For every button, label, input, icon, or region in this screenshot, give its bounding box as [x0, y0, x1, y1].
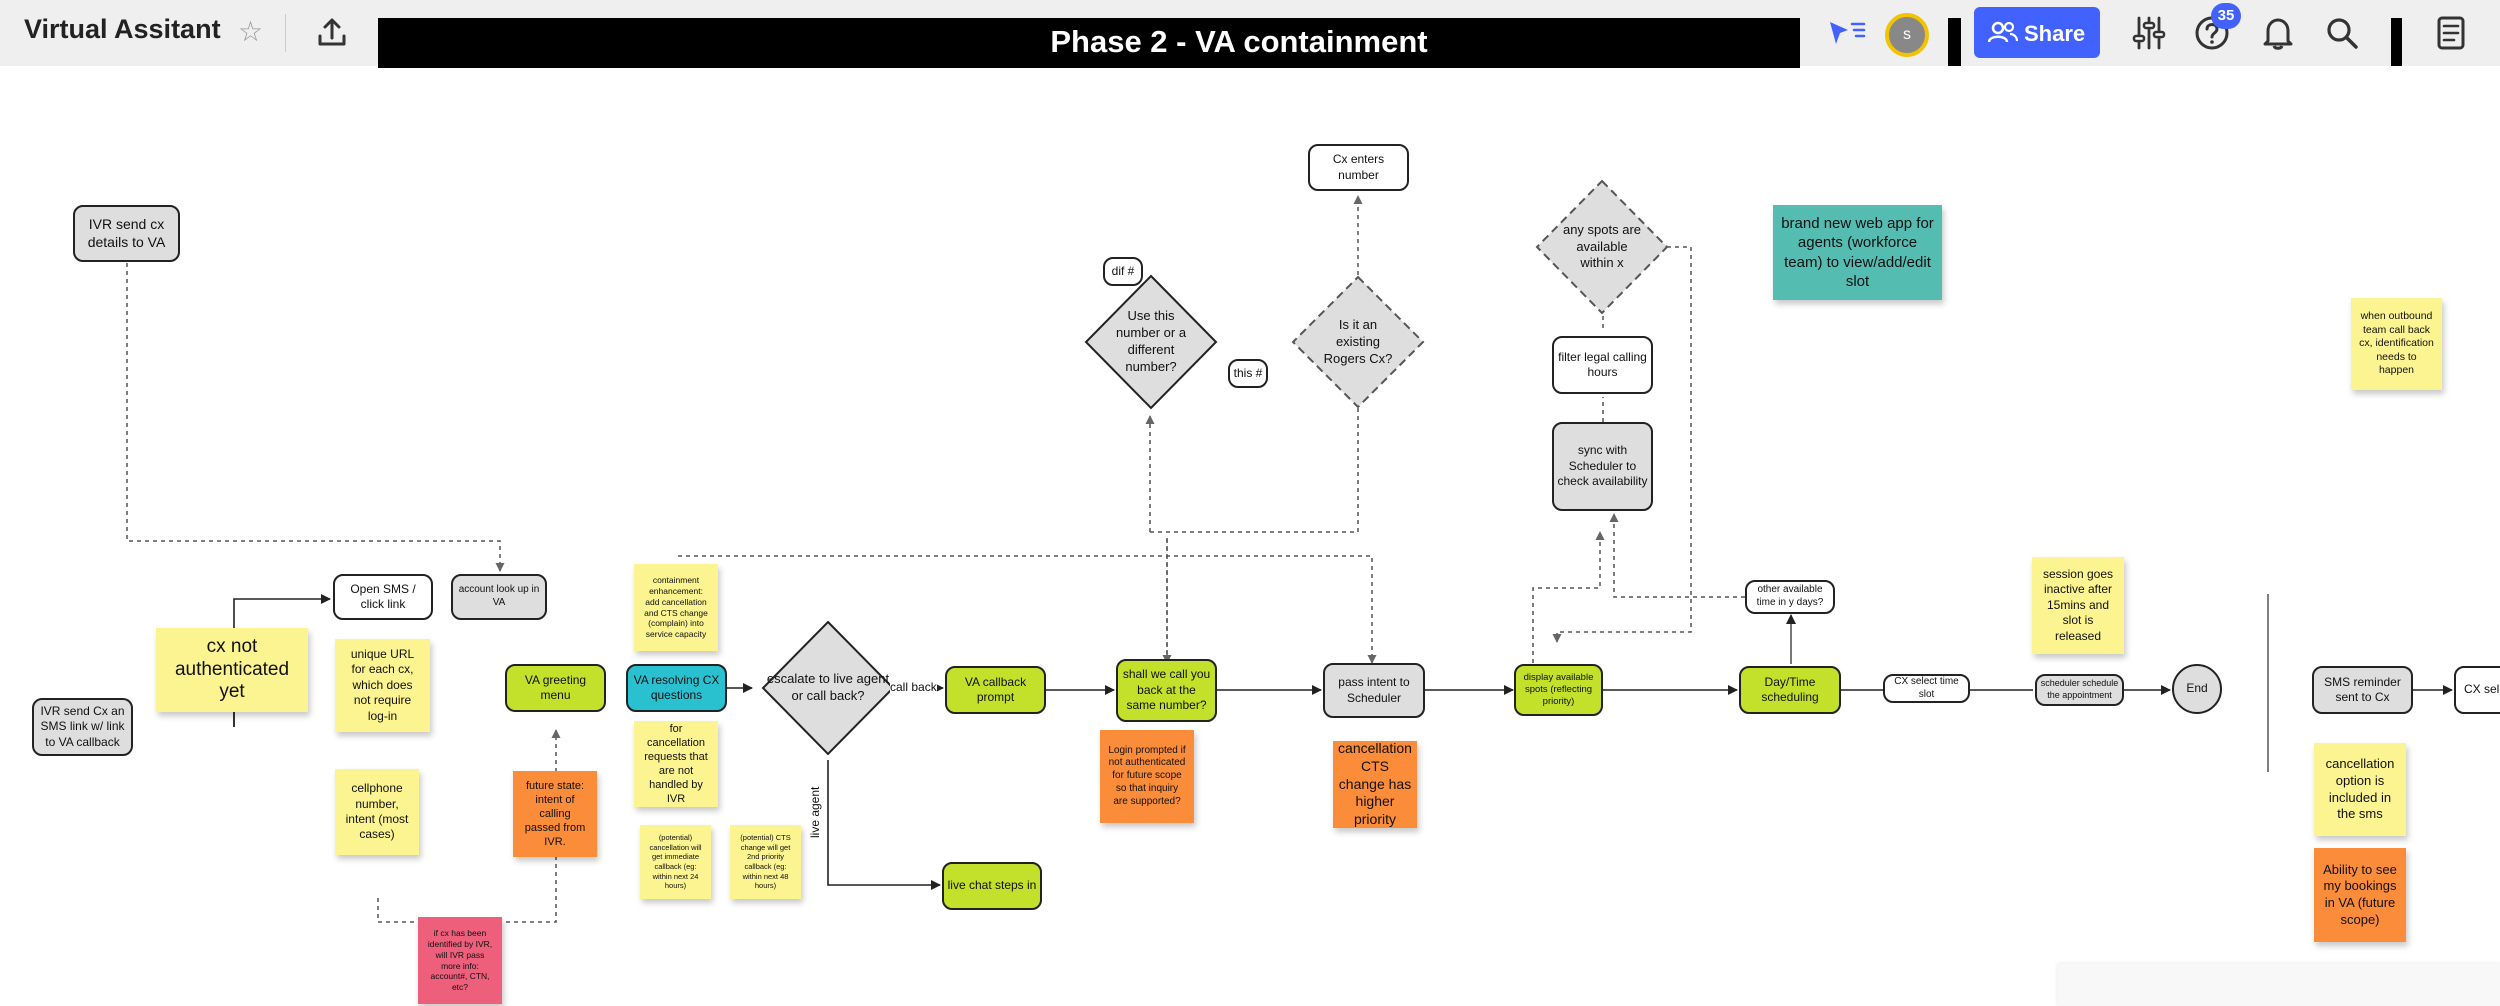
- pass-intent-node[interactable]: pass intent to Scheduler: [1323, 663, 1425, 718]
- live-agent-label: live agent: [808, 786, 822, 838]
- frame-edge: [1948, 18, 1961, 66]
- va-greeting-node[interactable]: VA greeting menu: [505, 664, 606, 712]
- connector: [126, 263, 505, 572]
- avatar[interactable]: s: [1885, 13, 1929, 57]
- any-spots-diamond: [1535, 179, 1669, 315]
- bottom-right-panel: [2058, 964, 2500, 1006]
- va-resolving-node[interactable]: VA resolving CX questions: [626, 664, 727, 712]
- search-icon[interactable]: [2323, 14, 2361, 52]
- sticky-login-prompted[interactable]: Login prompted if not authenticated for …: [1100, 730, 1194, 823]
- this-number-label[interactable]: this #: [1228, 359, 1268, 388]
- share-button[interactable]: Share: [1974, 7, 2100, 58]
- sticky-session-inactive[interactable]: session goes inactive after 15mins and s…: [2032, 557, 2124, 654]
- sticky-future-state[interactable]: future state: intent of calling passed f…: [513, 771, 597, 857]
- bell-icon[interactable]: [2259, 14, 2297, 52]
- use-number-diamond: [1084, 274, 1218, 410]
- connector: [1609, 513, 1745, 598]
- flow-connectors: [126, 179, 2453, 923]
- cursor-arrow-icon[interactable]: [1826, 16, 1866, 52]
- connector: [827, 760, 941, 890]
- sticky-cellphone[interactable]: cellphone number, intent (most cases): [335, 769, 419, 855]
- existing-cx-diamond: [1291, 275, 1425, 409]
- sticky-when-outbound[interactable]: when outbound team call back cx, identif…: [2351, 298, 2442, 390]
- notes-icon[interactable]: [2432, 14, 2470, 52]
- dif-number-label[interactable]: dif #: [1103, 257, 1143, 286]
- sticky-potential-cts[interactable]: (potential) CTS change will get 2nd prio…: [730, 825, 801, 899]
- display-spots-node[interactable]: display available spots (reflecting prio…: [1514, 664, 1603, 716]
- account-lookup-node[interactable]: account look up in VA: [451, 574, 547, 620]
- decision-diamonds: [761, 179, 1669, 756]
- sync-scheduler-node[interactable]: sync with Scheduler to check availabilit…: [1552, 422, 1653, 511]
- sticky-potential-cancellation[interactable]: (potential) cancellation will get immedi…: [640, 825, 711, 899]
- users-icon: [1988, 21, 2018, 43]
- sms-reminder-node[interactable]: SMS reminder sent to Cx: [2312, 666, 2413, 714]
- connector: [1552, 246, 1692, 643]
- sticky-see-bookings[interactable]: Ability to see my bookings in VA (future…: [2314, 848, 2406, 942]
- live-chat-node[interactable]: live chat steps in: [942, 862, 1042, 910]
- frame-edge: [2391, 18, 2402, 66]
- other-time-node[interactable]: other available time in y days?: [1745, 580, 1835, 614]
- sticky-for-cancellation[interactable]: for cancellation requests that are not h…: [634, 721, 718, 807]
- ivr-send-sms-node[interactable]: IVR send Cx an SMS link w/ link to VA ca…: [32, 698, 133, 756]
- cx-select-node[interactable]: CX sele: [2454, 666, 2500, 714]
- any-spots-decision[interactable]: any spots are available within x: [1562, 221, 1642, 271]
- scheduler-schedule-node[interactable]: scheduler schedule the appointment: [2035, 674, 2124, 706]
- star-icon[interactable]: ☆: [238, 16, 264, 47]
- connector: [678, 555, 1377, 664]
- board-title[interactable]: Virtual Assitant: [24, 14, 221, 44]
- va-callback-prompt-node[interactable]: VA callback prompt: [945, 666, 1046, 714]
- open-sms-node[interactable]: Open SMS / click link: [333, 574, 433, 620]
- select-slot-node[interactable]: CX select time slot: [1883, 674, 1970, 703]
- sticky-brand-new-app[interactable]: brand new web app for agents (workforce …: [1773, 205, 1942, 300]
- connector: [1150, 405, 1359, 533]
- connector: [1532, 531, 1605, 663]
- sticky-cancellation-cts[interactable]: cancellation CTS change has higher prior…: [1333, 740, 1417, 828]
- ivr-send-details-node[interactable]: IVR send cx details to VA: [73, 205, 180, 262]
- escalate-diamond: [761, 620, 895, 756]
- toolbar-divider: [285, 14, 286, 52]
- whiteboard-canvas[interactable]: escalate to live agent or call back? Use…: [0, 66, 2500, 1006]
- sticky-not-authenticated[interactable]: cx not authenticated yet: [156, 628, 308, 712]
- existing-cx-decision[interactable]: Is it an existing Rogers Cx?: [1323, 317, 1393, 366]
- sticky-cancellation-sms[interactable]: cancellation option is included in the s…: [2314, 743, 2406, 836]
- filter-hours-node[interactable]: filter legal calling hours: [1552, 336, 1653, 394]
- help-badge: 35: [2211, 3, 2241, 29]
- cx-enters-number-node[interactable]: Cx enters number: [1308, 144, 1409, 191]
- frame-header: [378, 18, 1800, 68]
- sliders-icon[interactable]: [2130, 14, 2168, 52]
- top-toolbar: Virtual Assitant ☆ Phase 2 - VA containm…: [0, 0, 2500, 68]
- sticky-containment[interactable]: containment enhancement: add cancellatio…: [634, 564, 718, 651]
- call-back-label: call back: [890, 680, 937, 694]
- day-time-node[interactable]: Day/Time scheduling: [1739, 666, 1841, 714]
- end-node[interactable]: End: [2172, 664, 2222, 714]
- sticky-if-cx-identified[interactable]: if cx has been identified by IVR, will I…: [418, 917, 502, 1004]
- upload-icon[interactable]: [314, 14, 350, 50]
- same-number-node[interactable]: shall we call you back at the same numbe…: [1116, 659, 1217, 722]
- share-label: Share: [2024, 21, 2086, 46]
- escalate-decision[interactable]: escalate to live agent or call back?: [766, 671, 890, 703]
- frame-title[interactable]: Phase 2 - VA containment: [1050, 24, 1428, 59]
- use-number-decision[interactable]: Use this number or a different number?: [1115, 308, 1187, 374]
- sticky-unique-url[interactable]: unique URL for each cx, which does not r…: [335, 639, 430, 732]
